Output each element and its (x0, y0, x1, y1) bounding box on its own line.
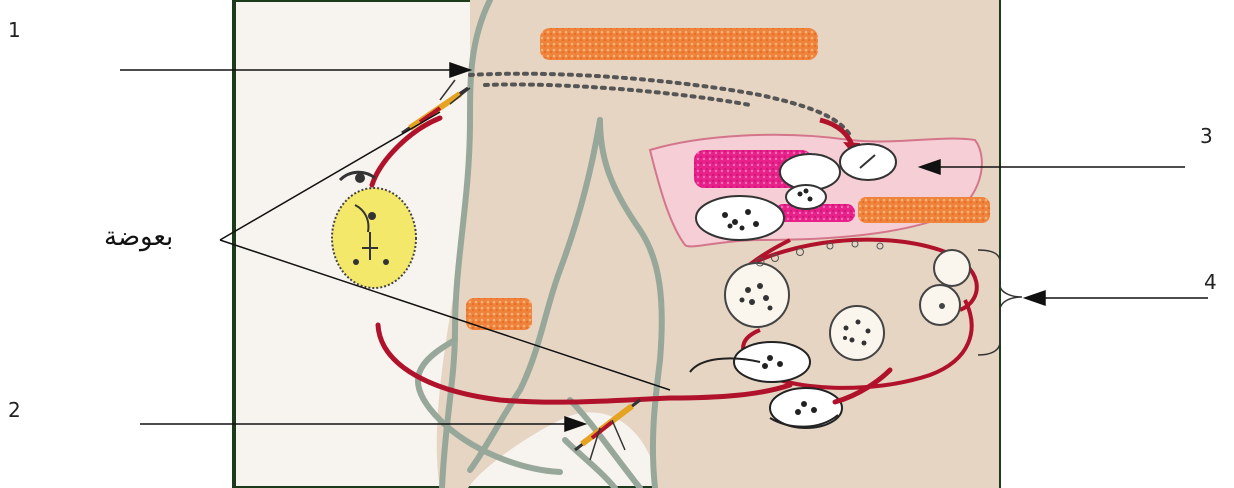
red-blood-cell-4 (725, 263, 789, 327)
red-blood-cell-1 (934, 250, 970, 286)
red-blood-cell-3 (830, 306, 884, 360)
mosquito-label: بعوضة (104, 222, 173, 252)
gametocyte-1 (734, 342, 810, 382)
redaction-top (540, 28, 818, 60)
oocyst-icon (332, 188, 416, 288)
label-3: 3 (1200, 124, 1213, 148)
label-2: 2 (8, 398, 21, 422)
label-1: 1 (8, 18, 21, 42)
label-4: 4 (1204, 270, 1217, 294)
liver-cell-schizont-2 (696, 196, 784, 240)
redaction-liver-right (858, 197, 990, 223)
gametocyte-2 (770, 388, 842, 428)
